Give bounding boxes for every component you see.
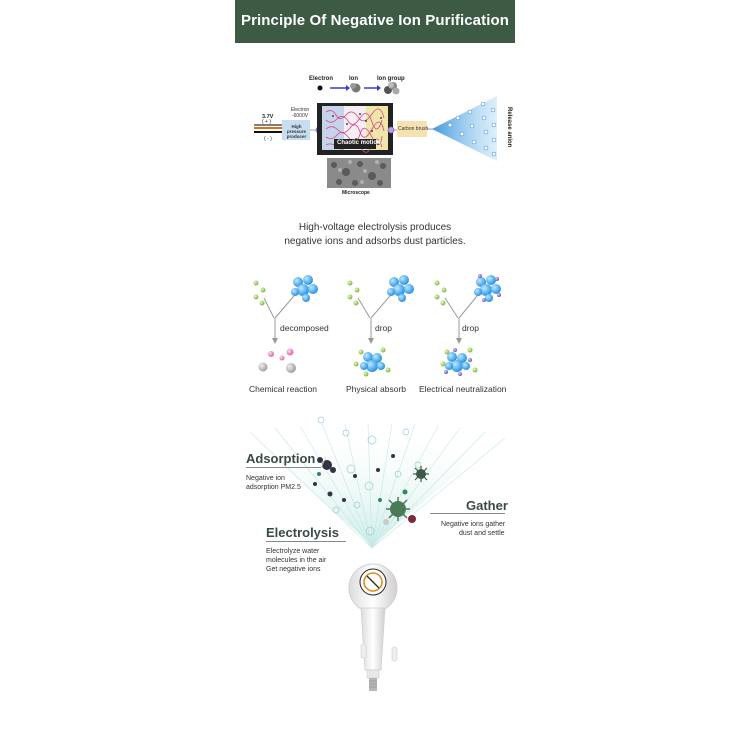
mechanism-3-result: Electrical neutralization [419,384,507,394]
page-title: Principle Of Negative Ion Purification [240,12,509,29]
page-header: Principle Of Negative Ion Purification [235,0,515,43]
electron-dot-icon [317,85,323,91]
carbon-brush-box [397,121,427,137]
virus-icon [383,466,429,525]
ion-group-icon [384,82,400,95]
mechanism-1-result: Chemical reaction [249,384,318,394]
electrolysis-text3: Get negative ions [266,566,321,573]
carbon-brush-label: Carbon brush [398,126,429,132]
electrolysis-title: Electrolysis [266,525,339,540]
adsorption-underline [246,467,321,468]
mechanism-2-result: Physical absorb [346,384,407,394]
gather-title: Gather [466,498,508,513]
gather-text2: dust and settle [459,530,505,537]
electrolysis-text1: Electrolyze water [266,548,320,555]
description-line2: negative ions and adsorbs dust particles… [284,236,466,247]
adsorption-title: Adsorption [246,451,316,466]
battery-voltage-label: 3.7V [262,114,274,120]
adsorption-text1: Negative ion [246,475,285,482]
mechanism-1-graphic [253,275,318,373]
adsorption-text2: adsorption PM2.5 [246,484,301,491]
gather-text1: Negative ions gather [441,521,506,528]
release-cone [432,96,497,161]
minus-label: ( - ) [264,136,272,142]
mechanism-3-graphic [434,274,501,376]
producer-label: High pressure producer [286,124,307,139]
microscope-label: Microscope [342,190,370,196]
mechanism-2-graphic [347,275,414,377]
chaotic-motion-label: Chaotic motion [337,140,381,146]
device-handle [360,607,386,671]
legend-ion-label: Ion [349,76,358,82]
electron-voltage-label: Electron -6000V [290,107,310,119]
mechanism-1-arrow-label: decomposed [280,323,329,333]
device-connector [369,678,377,691]
plus-label: ( + ) [262,119,272,125]
mechanism-3-arrow-label: drop [462,323,480,333]
legend-ion-group-label: Ion group [377,76,405,82]
pressure-producer-box [282,120,310,140]
mechanism-2-arrow-label: drop [375,323,393,333]
description-line1: High-voltage electrolysis produces [298,222,452,233]
electrolysis-underline [266,541,346,542]
electrolysis-text2: molecules in the air [266,557,327,564]
gather-underline [430,513,505,514]
legend-electron-label: Electron [309,76,334,82]
